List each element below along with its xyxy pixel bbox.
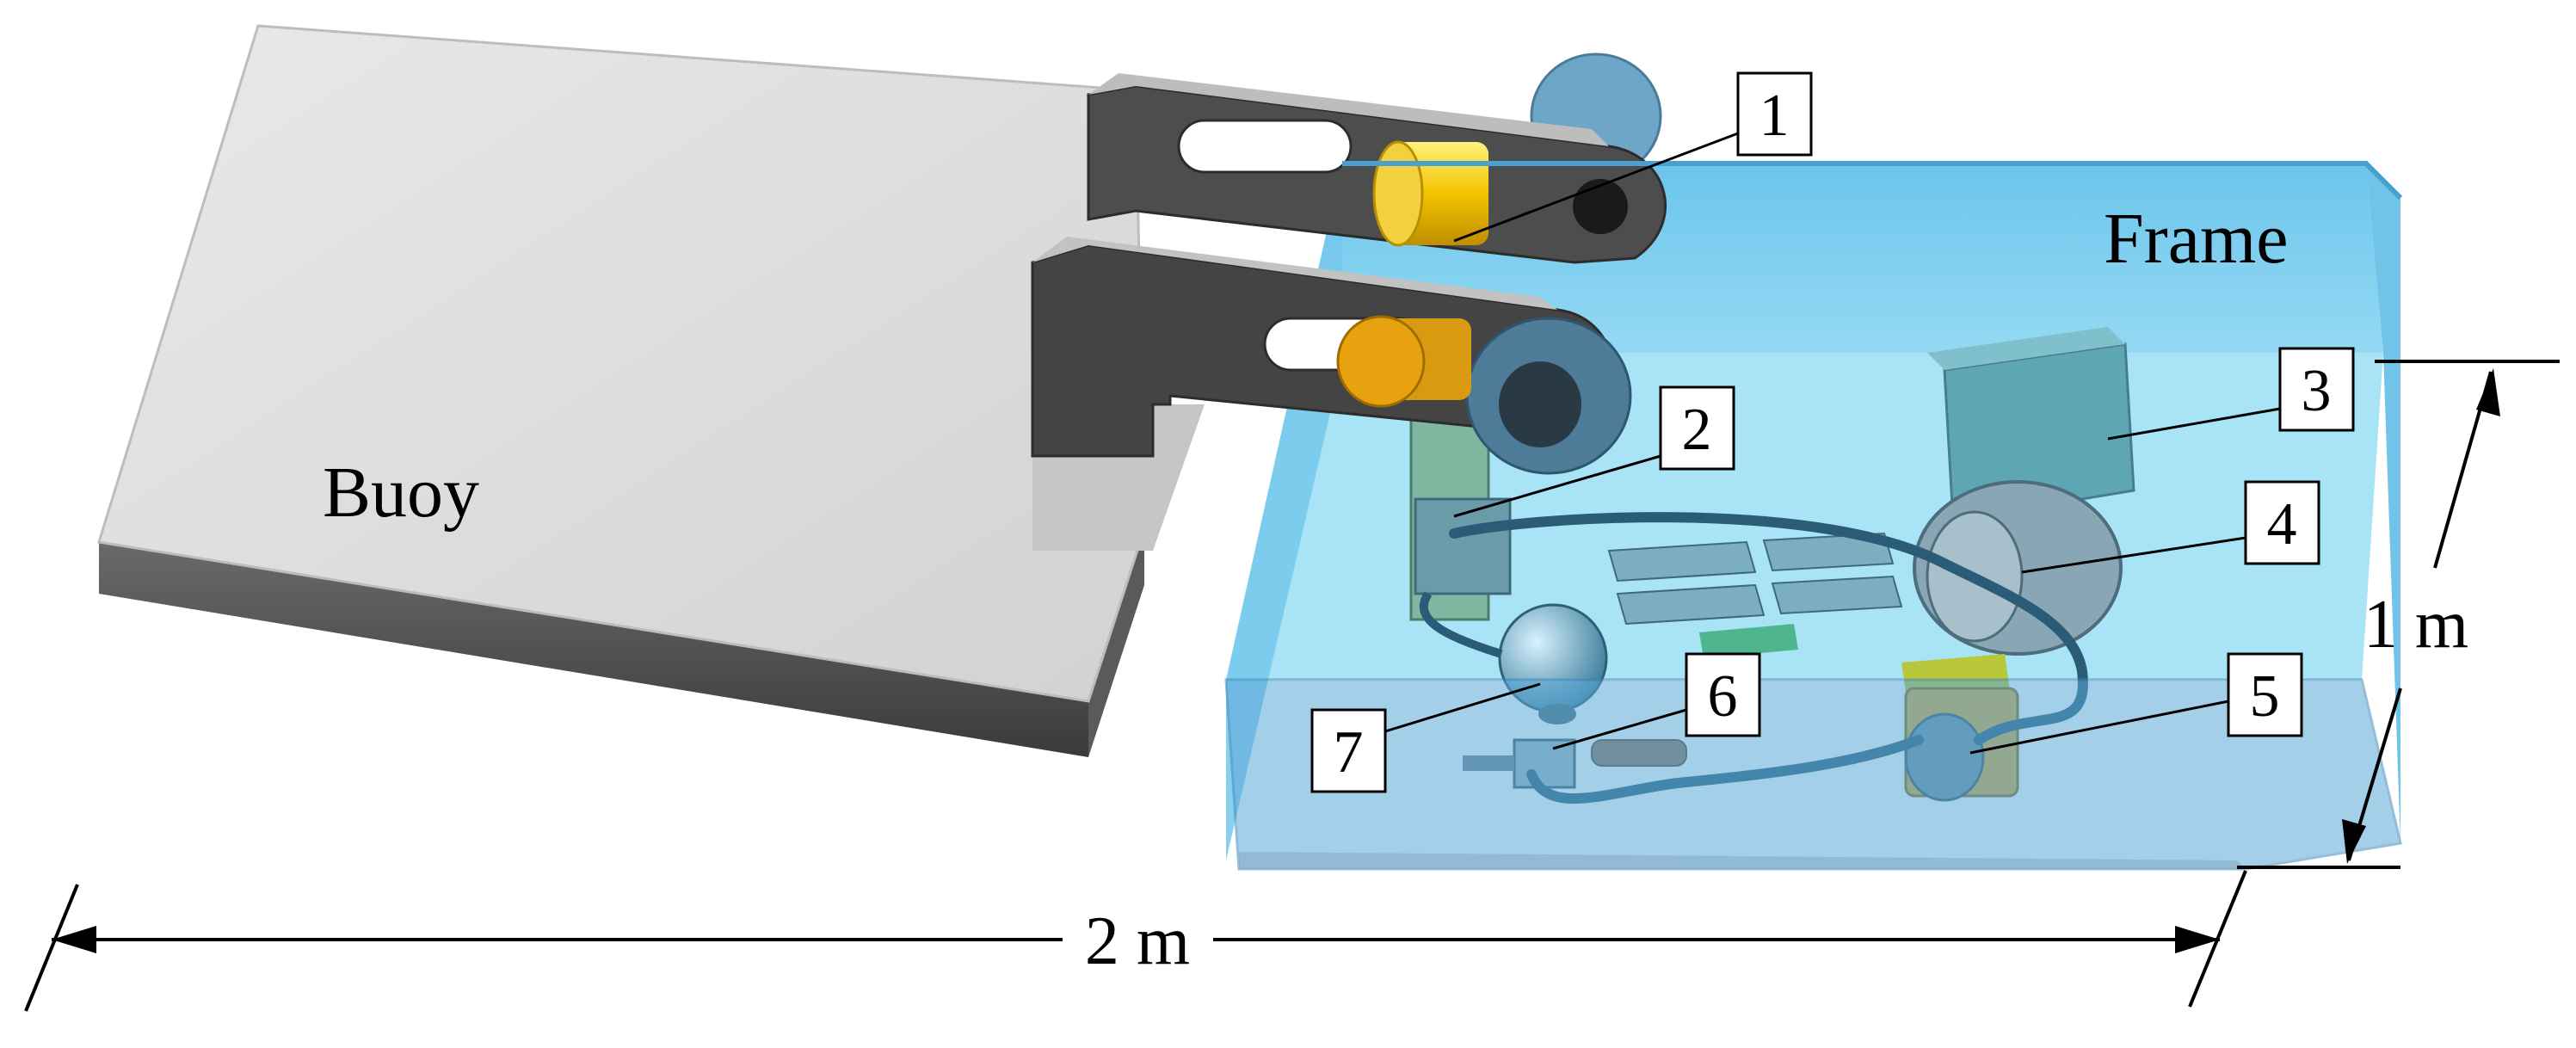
upper-arm-top xyxy=(1088,73,1609,146)
height-dimension-label: 1 m xyxy=(2363,587,2468,663)
frame-label: Frame xyxy=(2104,199,2289,279)
callout-6-label: 6 xyxy=(1708,663,1738,730)
frame-top-edge xyxy=(1342,161,2403,200)
frame-front-wall xyxy=(1224,678,2402,871)
buoy-label: Buoy xyxy=(323,453,479,533)
hose-short xyxy=(1419,591,1503,658)
height-dimension xyxy=(2237,360,2560,869)
component-2-valve xyxy=(1414,497,1512,595)
callout-3-label: 3 xyxy=(2302,358,2332,424)
callout-2-label: 2 xyxy=(1682,397,1712,463)
lower-bearing-hub xyxy=(1499,361,1581,447)
frame-front xyxy=(1224,161,2403,871)
callout-4: 4 xyxy=(2244,480,2320,565)
upper-arm-hole xyxy=(1573,179,1628,234)
upper-pin xyxy=(1372,140,1488,247)
lever-arms xyxy=(1031,52,1667,475)
callout-7: 7 xyxy=(1310,708,1387,793)
lower-arm-top xyxy=(1032,237,1557,310)
buoy-end-face xyxy=(1088,529,1144,757)
callout-1: 1 xyxy=(1736,71,1813,157)
callout-5: 5 xyxy=(2227,652,2303,737)
callout-6: 6 xyxy=(1685,652,1761,737)
buoy-side-face xyxy=(99,542,1088,757)
frame-right-wall xyxy=(2366,163,2400,843)
component-3-top xyxy=(1927,327,2125,370)
callout-2: 2 xyxy=(1659,385,1735,471)
width-dimension xyxy=(24,870,2247,1012)
frame-front-lower xyxy=(1239,852,2246,869)
callout-3: 3 xyxy=(2278,347,2355,432)
buoy-top-face xyxy=(97,24,1146,703)
upper-arm-slot xyxy=(1177,119,1353,174)
width-dimension-label: 2 m xyxy=(1085,903,1190,979)
callout-5-label: 5 xyxy=(2250,663,2280,730)
callout-7-label: 7 xyxy=(1334,719,1364,786)
mesh-plates xyxy=(1607,532,1903,626)
small-plate xyxy=(1699,624,1798,658)
callout-1-label: 1 xyxy=(1759,83,1790,149)
callout-4-label: 4 xyxy=(2267,491,2297,558)
leader-lines xyxy=(1384,132,2281,755)
lower-pin xyxy=(1336,315,1471,408)
